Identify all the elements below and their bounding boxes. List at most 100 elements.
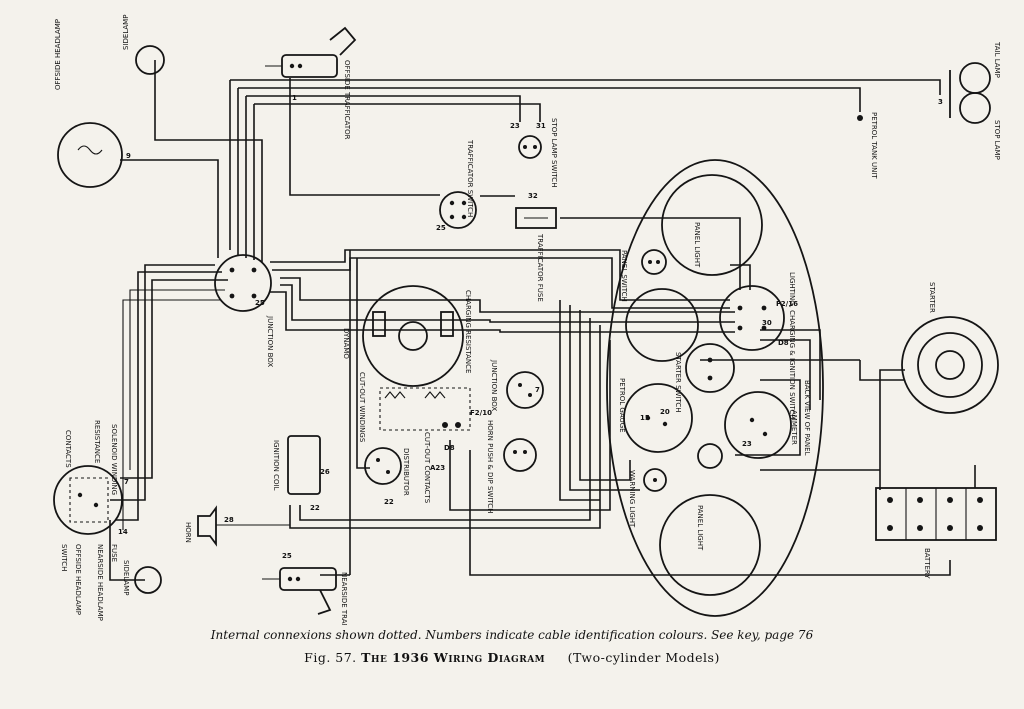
svg-text:30: 30 [762,319,772,327]
main-harness [120,60,941,290]
svg-text:D8: D8 [444,444,455,452]
svg-text:CHARGING RESISTANCE: CHARGING RESISTANCE [464,290,472,373]
svg-text:LIGHTING, CHARGING & IGNITION: LIGHTING, CHARGING & IGNITION SWITCH [788,272,796,420]
svg-text:31: 31 [536,122,546,130]
svg-text:CUT-OUT WINDINGS: CUT-OUT WINDINGS [358,372,366,443]
svg-text:25: 25 [255,299,265,307]
tail-stop-lamp: TAIL LAMP STOP LAMP 3 [938,41,1001,160]
svg-text:PANEL LIGHT: PANEL LIGHT [696,505,704,551]
svg-text:NEARSIDE HEADLAMP: NEARSIDE HEADLAMP [96,544,104,621]
svg-text:15: 15 [640,414,650,422]
panel-switch: PANEL SWITCH [620,249,667,302]
figure-number: Fig. 57. [304,650,357,665]
svg-text:F2/10: F2/10 [470,409,492,417]
figure-title: The 1936 Wiring Diagram [361,650,546,665]
svg-text:9: 9 [126,152,131,160]
lighting-switch: LIGHTING, CHARGING & IGNITION SWITCH F2/… [719,272,798,420]
svg-text:PETROL TANK UNIT: PETROL TANK UNIT [870,112,878,179]
stop-lamp-switch: STOP LAMP SWITCH 23 31 [510,118,558,187]
panel-light-bottom: PANEL LIGHT [659,443,761,596]
horn-push: HORN PUSH & DIP SWITCH D8 [444,420,537,513]
svg-text:32: 32 [528,192,538,200]
instrument-panel: BACK VIEW OF PANEL [606,159,824,617]
ignition-coil: IGNITION COIL 22 [272,435,321,512]
svg-text:BATTERY: BATTERY [923,548,931,579]
junction-box-left: 25 JUNCTION BOX [214,254,274,367]
svg-text:28: 28 [224,516,234,524]
ammeter: AMMETER 23 [724,391,798,459]
svg-text:OFFSIDE TRAFFICATOR: OFFSIDE TRAFFICATOR [343,60,351,140]
svg-text:14: 14 [118,528,128,536]
figure-subtitle: (Two-cylinder Models) [567,650,720,665]
svg-text:TAIL LAMP: TAIL LAMP [993,41,1001,78]
svg-text:CUT-OUT CONTACTS: CUT-OUT CONTACTS [423,432,431,504]
svg-text:FUSE: FUSE [110,544,118,562]
petrol-gauge-dial [625,288,699,362]
left-harness [109,264,228,581]
petrol-tank-unit: PETROL TANK UNIT [857,112,878,179]
nearside-trafficator: NEARSIDE TRAFFICATOR 25 [262,552,348,625]
warning-light: WARNING LIGHT [628,468,667,528]
svg-text:3: 3 [938,98,943,106]
svg-text:AMMETER: AMMETER [790,410,798,445]
svg-text:23: 23 [510,122,520,130]
svg-text:25: 25 [436,224,446,232]
svg-text:7: 7 [124,478,129,486]
panel-light-top: PANEL LIGHT [661,174,763,276]
caption-note: Internal connexions shown dotted. Number… [210,628,814,642]
svg-text:STARTER: STARTER [928,282,936,313]
trafficator-switch: TRAFFICATOR SWITCH 25 [436,139,477,232]
svg-text:26: 26 [320,468,330,476]
cut-out: CUT-OUT WINDINGS CUT-OUT CONTACTS F2/10 … [358,372,492,504]
offside-headlamp: OFFSIDE HEADLAMP 9 [54,19,131,188]
junction-box-mid: JUNCTION BOX 7 [490,359,544,411]
trafficator-fuse: TRAFFICATOR FUSE 32 [515,192,557,302]
svg-text:PANEL SWITCH: PANEL SWITCH [620,250,628,302]
svg-text:7: 7 [535,386,540,394]
svg-text:TRAFFICATOR SWITCH: TRAFFICATOR SWITCH [466,139,474,217]
svg-text:RESISTANCE: RESISTANCE [93,420,101,463]
svg-text:HORN: HORN [184,522,192,543]
dynamo: DYNAMO CHARGING RESISTANCE [342,285,472,387]
svg-text:JUNCTION BOX: JUNCTION BOX [266,315,274,367]
svg-text:JUNCTION BOX: JUNCTION BOX [490,359,498,411]
svg-text:STOP LAMP: STOP LAMP [993,120,1001,160]
starter-motor: STARTER [901,282,999,414]
svg-text:PETROL GAUGE: PETROL GAUGE [618,378,626,433]
svg-text:BACK VIEW OF PANEL: BACK VIEW OF PANEL [803,380,811,456]
svg-text:WARNING LIGHT: WARNING LIGHT [628,470,636,528]
starter-cables [469,369,976,576]
svg-text:STARTER SWITCH: STARTER SWITCH [674,352,682,413]
svg-text:PANEL LIGHT: PANEL LIGHT [693,222,701,268]
figure-caption: Fig. 57. The 1936 Wiring Diagram (Two-cy… [0,650,1024,665]
svg-text:22: 22 [384,498,394,506]
svg-text:OFFSIDE HEADLAMP: OFFSIDE HEADLAMP [54,19,62,90]
svg-text:A23: A23 [430,464,445,472]
svg-text:SIDELAMP: SIDELAMP [122,15,130,50]
svg-text:SOLENOID WINDING: SOLENOID WINDING [110,424,118,495]
svg-text:22: 22 [310,504,320,512]
svg-text:F2/16: F2/16 [776,300,798,308]
svg-text:OFFSIDE HEADLAMP: OFFSIDE HEADLAMP [74,544,82,615]
svg-text:DYNAMO: DYNAMO [342,328,350,359]
petrol-gauge: PETROL GAUGE 20 15 [618,378,693,453]
svg-text:D8: D8 [778,339,789,347]
battery: BATTERY [875,487,997,579]
svg-text:SWITCH: SWITCH [60,544,68,571]
svg-text:STOP LAMP SWITCH: STOP LAMP SWITCH [550,118,558,187]
svg-text:CONTACTS: CONTACTS [64,430,72,468]
svg-text:20: 20 [660,408,670,416]
distributor: DISTRIBUTOR 22 26 [320,447,410,506]
svg-text:SIDELAMP: SIDELAMP [122,560,130,595]
svg-text:TRAFFICATOR FUSE: TRAFFICATOR FUSE [536,233,544,302]
wiring-diagram: SIDELAMP OFFSIDE HEADLAMP 9 OFFSIDE TRAF… [53,15,1001,625]
svg-text:NEARSIDE TRAFFICATOR: NEARSIDE TRAFFICATOR [340,572,348,625]
offside-sidelamp: SIDELAMP [122,15,165,75]
horn: HORN 28 [184,505,290,547]
starter-switch: STARTER SWITCH [674,343,735,413]
svg-text:23: 23 [742,440,752,448]
svg-text:1: 1 [292,94,297,102]
svg-text:25: 25 [282,552,292,560]
nearside-sidelamp: SIDELAMP [122,560,162,595]
nearside-headlamp-assembly: SOLENOID WINDING RESISTANCE CONTACTS FUS… [53,420,129,621]
